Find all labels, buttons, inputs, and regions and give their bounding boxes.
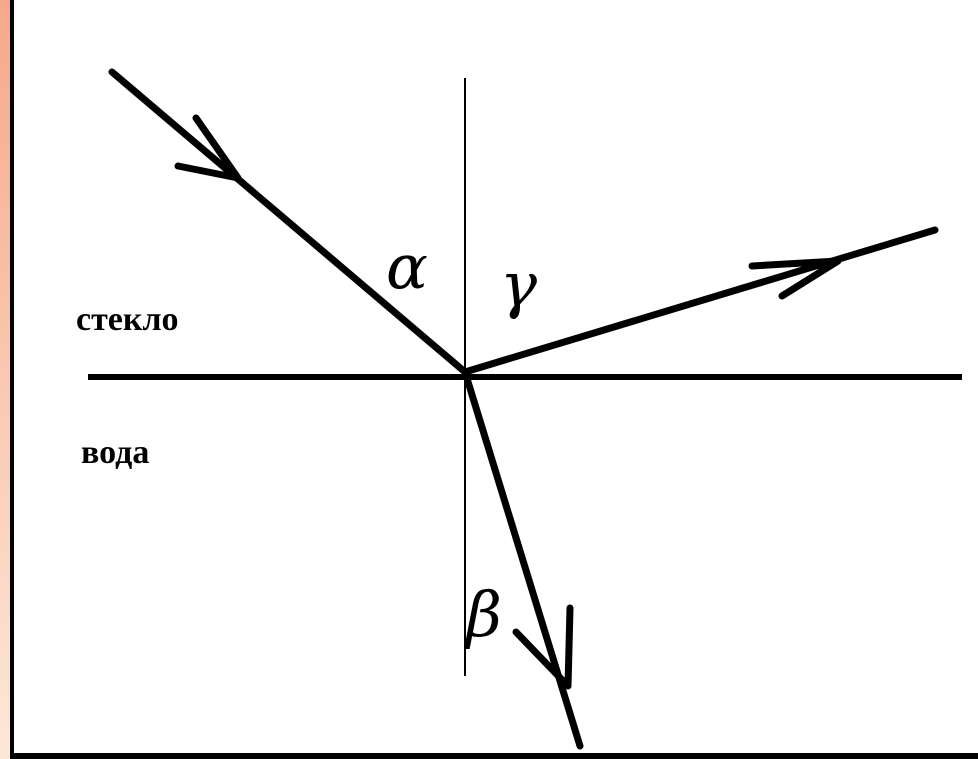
frame-bottom-border	[10, 753, 978, 759]
left-decorative-strip	[0, 0, 10, 759]
label-water: вода	[81, 434, 150, 471]
refracted-ray-arrowhead	[512, 604, 574, 690]
angle-refraction-label: β	[466, 578, 502, 651]
label-glass: стекло	[76, 301, 179, 338]
incident-ray	[108, 68, 469, 376]
frame-left-border	[10, 0, 14, 759]
incident-ray-arrowhead	[174, 114, 242, 182]
angle-reflection-label: γ	[500, 248, 538, 321]
reflected-ray	[461, 226, 939, 376]
refracted-ray	[461, 368, 584, 750]
angle-incidence-label: α	[386, 230, 428, 303]
reflected-ray-arrowhead	[748, 257, 842, 300]
